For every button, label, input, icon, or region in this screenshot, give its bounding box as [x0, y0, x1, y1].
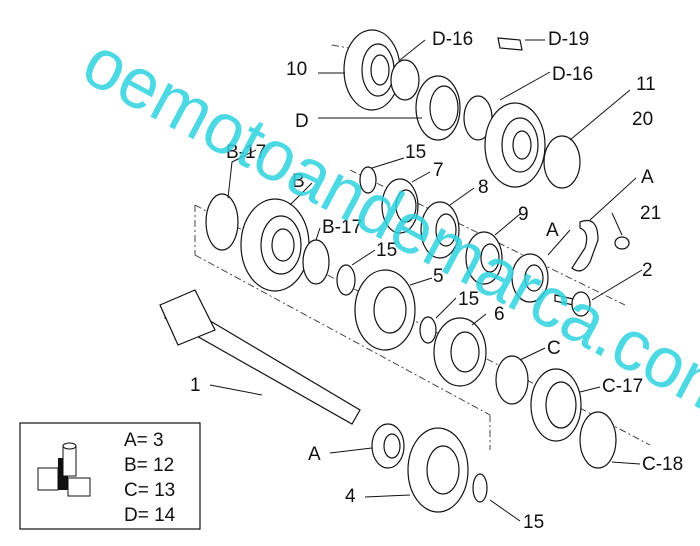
circlip-b17-mid[interactable]: [302, 239, 330, 285]
callout-11: 11: [636, 74, 656, 95]
legend-d: D= 14: [124, 505, 176, 526]
callout-15-b: 15: [376, 240, 397, 261]
synchro-ring-d[interactable]: [415, 75, 461, 141]
callout-2: 2: [642, 260, 653, 281]
callout-a-mid: A: [546, 220, 559, 241]
callout-a-bottom: A: [308, 444, 321, 465]
callout-9: 9: [518, 204, 529, 225]
gear-11[interactable]: [484, 102, 546, 188]
callout-c18: C-18: [642, 454, 683, 475]
ring-20[interactable]: [543, 135, 581, 189]
bolt-2[interactable]: [554, 291, 591, 317]
circlip-d16-top[interactable]: [390, 59, 420, 101]
callout-b17-mid: B-17: [322, 217, 362, 238]
gear-4[interactable]: [407, 427, 469, 513]
callout-c17: C-17: [602, 376, 643, 397]
callout-d19: D-19: [548, 29, 589, 50]
callout-d16-top: D-16: [432, 29, 473, 50]
callout-10: 10: [286, 59, 307, 80]
ring-c18[interactable]: [579, 411, 617, 469]
callout-21: 21: [640, 203, 661, 224]
key-d19[interactable]: [497, 37, 523, 51]
circlip-15-d[interactable]: [472, 473, 488, 503]
kit-box-icon: [37, 442, 91, 497]
callout-d: D: [295, 111, 309, 132]
bushing-9[interactable]: [465, 231, 503, 285]
bracket-a-right[interactable]: [571, 219, 599, 272]
circlip-15-c[interactable]: [419, 316, 437, 344]
legend-a: A= 3: [124, 430, 164, 451]
gear-10[interactable]: [343, 29, 401, 111]
callout-6: 6: [494, 304, 505, 325]
leader-lines: [209, 39, 643, 522]
callout-5: 5: [433, 266, 444, 287]
legend-c: C= 13: [124, 480, 175, 501]
circlip-15-b[interactable]: [336, 264, 356, 296]
legend-b: B= 12: [124, 455, 174, 476]
callout-15-c: 15: [458, 289, 479, 310]
callout-labels: D-16 D-19 10 D-16 11 D 20 B-17 15 7 B A …: [190, 29, 683, 533]
callout-20: 20: [632, 109, 653, 130]
callout-7: 7: [433, 160, 444, 181]
callout-15-d: 15: [523, 512, 544, 533]
circlip-15-a[interactable]: [359, 166, 377, 194]
circlip-b17-top[interactable]: [205, 193, 239, 251]
circlip-c[interactable]: [495, 355, 529, 405]
callout-b: B: [292, 171, 305, 192]
callout-d16-mid: D-16: [552, 64, 593, 85]
bushing-8[interactable]: [420, 201, 460, 259]
gear-5[interactable]: [354, 269, 416, 351]
callout-1: 1: [190, 375, 201, 396]
callout-a-right: A: [641, 167, 654, 188]
callout-b17-top: B-17: [226, 142, 266, 163]
callout-8: 8: [478, 177, 489, 198]
bearing-a-mid[interactable]: [511, 253, 549, 303]
gear-6[interactable]: [433, 317, 487, 387]
shaft-1[interactable]: [159, 289, 361, 425]
synchro-c17[interactable]: [530, 368, 582, 442]
bushing-7[interactable]: [381, 178, 419, 234]
kit-legend: A= 3 B= 12 C= 13 D= 14: [19, 422, 201, 530]
screw-21[interactable]: [614, 236, 630, 250]
bearing-a-bottom[interactable]: [371, 423, 405, 469]
callout-c: C: [547, 338, 561, 359]
gear-b[interactable]: [240, 198, 310, 292]
callout-15-a: 15: [405, 142, 426, 163]
callout-4: 4: [345, 486, 356, 507]
